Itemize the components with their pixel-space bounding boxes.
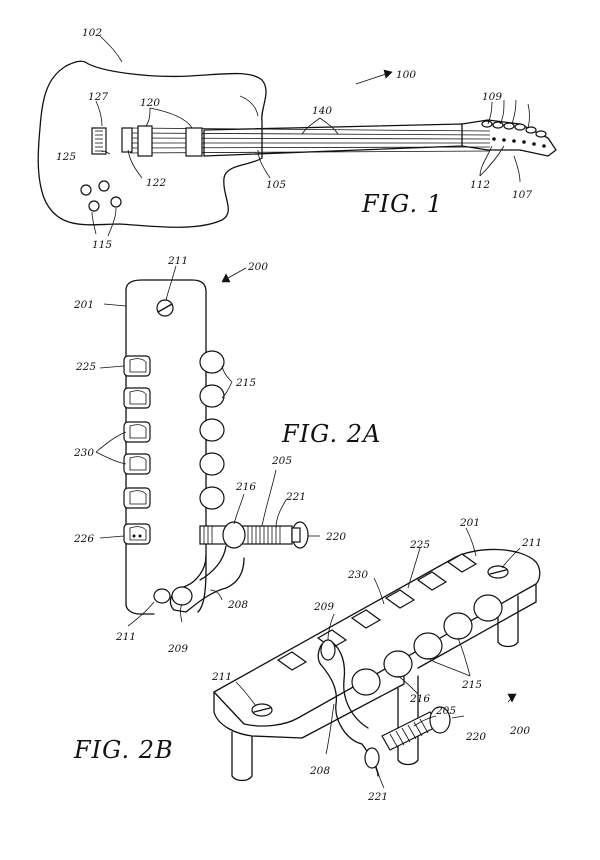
tailpiece-saddles	[95, 130, 103, 152]
ref-221: 221	[285, 491, 306, 503]
ref-109: 109	[482, 91, 502, 103]
saddles-left	[123, 355, 151, 545]
ref-211-top: 211	[167, 255, 188, 267]
spring-pivot-209	[171, 586, 193, 606]
bridge-leg-right	[497, 595, 519, 648]
bridge-body-201-perspective	[213, 548, 541, 727]
bridge-122	[121, 127, 133, 153]
pickup-bridge	[137, 125, 153, 157]
ref-221-b: 221	[367, 791, 388, 803]
ref-122: 122	[146, 177, 166, 189]
ref-100: 100	[396, 69, 416, 81]
spring-arm-208	[169, 555, 245, 613]
ref-211-right: 211	[521, 537, 542, 549]
bridge-leg-left	[231, 731, 253, 782]
ref-220: 220	[325, 531, 346, 543]
guitar-body-cutaway	[239, 95, 259, 117]
guitar-strings	[129, 127, 491, 154]
ref-200: 200	[247, 261, 268, 273]
ref-200-b: 200	[509, 725, 530, 737]
tuning-pegs	[481, 120, 547, 148]
ref-105: 105	[266, 179, 286, 191]
ref-209: 209	[167, 643, 188, 655]
bridge-body-201	[125, 279, 207, 615]
fig1-leader-lines	[91, 35, 530, 237]
fig2b-leader-lines	[235, 527, 521, 789]
fig2b-label: FIG. 2B	[73, 736, 174, 764]
fig1-label: FIG. 1	[361, 190, 443, 218]
fig2a-bridge-top-view: 211 200 201 225 215 230 205 216 221 220 …	[73, 255, 381, 655]
intonation-screws-215	[199, 350, 225, 510]
ref-211-left: 211	[211, 671, 232, 683]
adjust-screw-perspective	[364, 706, 451, 769]
ref-211-bottom: 211	[115, 631, 136, 643]
tailpiece-125	[91, 127, 107, 155]
ref-216: 216	[235, 481, 256, 493]
pickup-neck	[185, 127, 203, 157]
ref-112: 112	[470, 179, 490, 191]
ref-127: 127	[88, 91, 108, 103]
fig2a-leader-lines	[95, 265, 320, 627]
spring-pivot-209-perspective	[320, 639, 336, 661]
ref-201: 201	[73, 299, 94, 311]
control-knobs	[80, 180, 122, 212]
ref-225-b: 225	[409, 539, 430, 551]
saddle-notches	[276, 553, 478, 671]
ref-140: 140	[312, 105, 332, 117]
ref-226: 226	[73, 533, 94, 545]
fig2a-label: FIG. 2A	[281, 420, 381, 448]
ref-125: 125	[56, 151, 76, 163]
ref-215: 215	[235, 377, 256, 389]
ref-208: 208	[227, 599, 248, 611]
adjust-screw-assembly	[199, 521, 309, 549]
ref-216-b: 216	[409, 693, 430, 705]
intonation-screws-215-perspective	[351, 594, 503, 696]
ref-215-b: 215	[461, 679, 482, 691]
bridge-front-face	[213, 667, 405, 739]
ref-205-b: 205	[435, 705, 456, 717]
ref-115: 115	[92, 239, 112, 251]
ref-230-b: 230	[347, 569, 368, 581]
ref-120: 120	[140, 97, 160, 109]
ref-225: 225	[75, 361, 96, 373]
ref-208-b: 208	[309, 765, 330, 777]
ref-107: 107	[512, 189, 532, 201]
fig1-guitar-drawing: 102 100 127 120 140 109 125 122 105 112 …	[37, 27, 557, 251]
ref-220-b: 220	[465, 731, 486, 743]
ref-209-b: 209	[313, 601, 334, 613]
guitar-headstock	[461, 119, 557, 157]
ref-205: 205	[271, 455, 292, 467]
ref-102: 102	[82, 27, 102, 39]
screw-211-bottom	[153, 588, 171, 604]
ref-230: 230	[73, 447, 94, 459]
fig2b-bridge-perspective-view: 201 211 225 230 209 215 211 216 205 220 …	[73, 517, 542, 803]
ref-201-b: 201	[459, 517, 480, 529]
guitar-body-outline	[37, 60, 267, 228]
